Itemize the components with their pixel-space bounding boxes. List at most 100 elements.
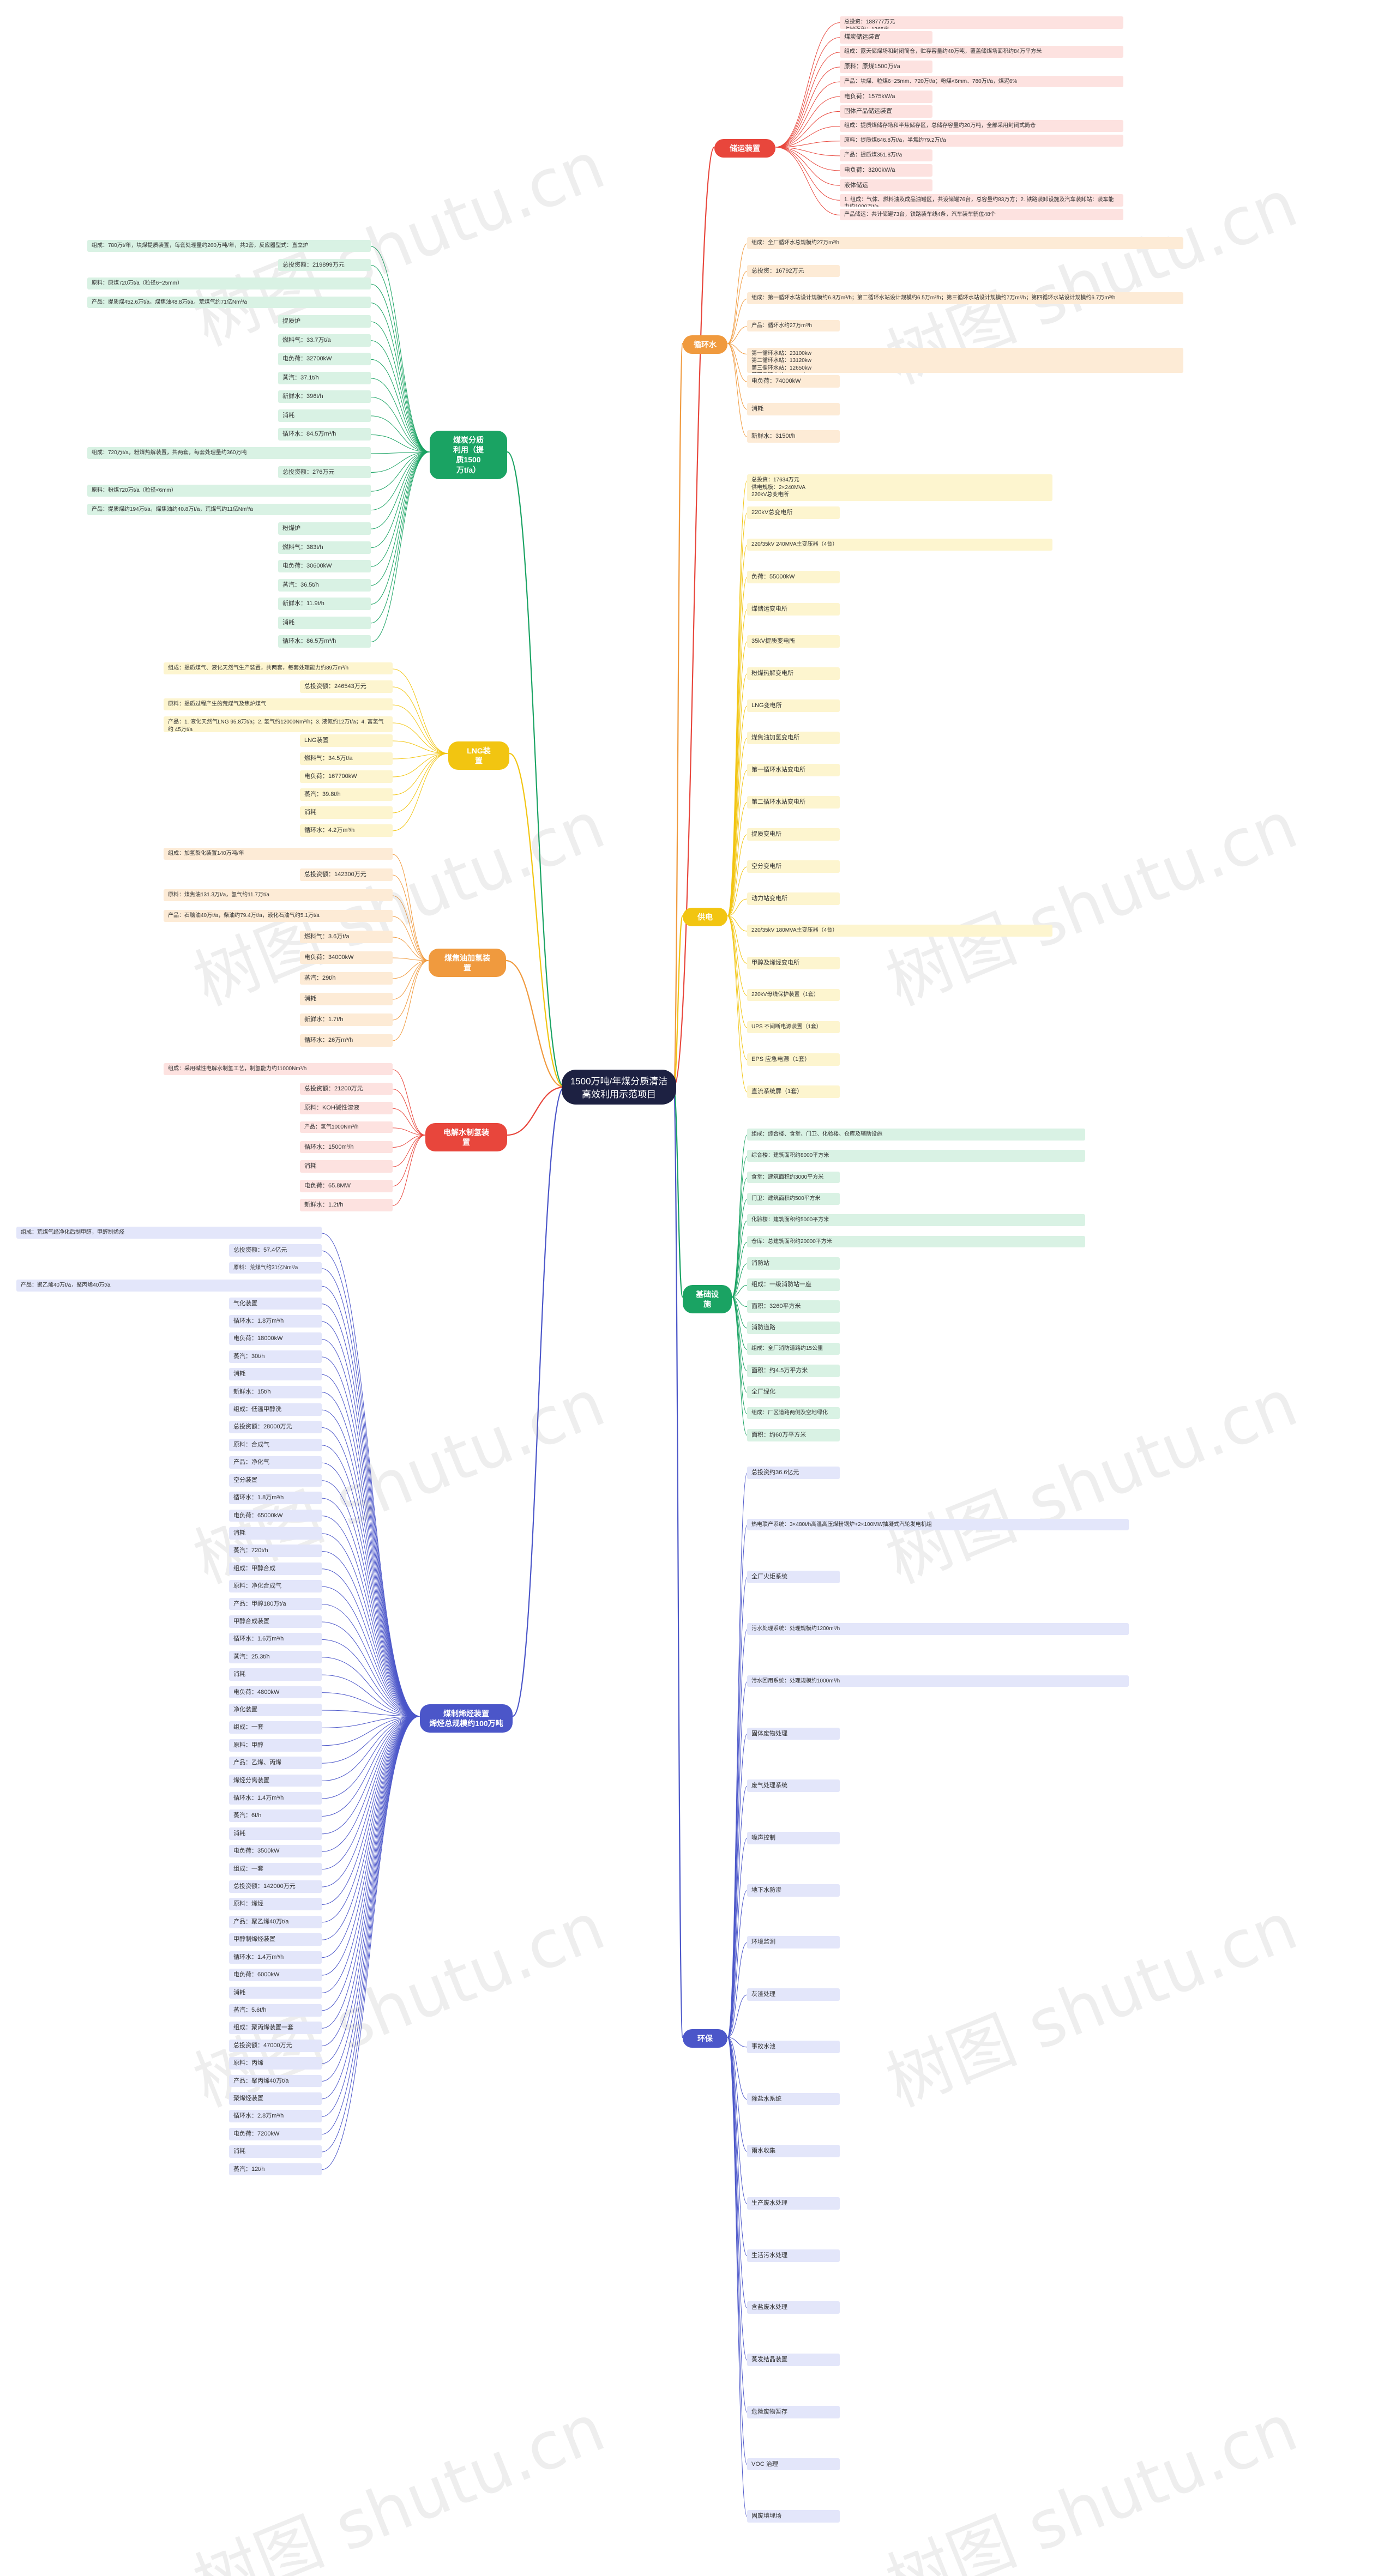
- node-b6-12[interactable]: 原料：合成气: [229, 1438, 322, 1451]
- node-b6-42[interactable]: 电负荷：6000kW: [229, 1969, 322, 1981]
- branch-b4[interactable]: 煤焦油加氢装 置: [429, 949, 506, 978]
- node-b6-27[interactable]: 净化装置: [229, 1704, 322, 1716]
- node-b9-14[interactable]: 面积：约60万平方米: [747, 1428, 840, 1441]
- node-b2-15[interactable]: 粉煤炉: [278, 522, 371, 535]
- node-b6-19[interactable]: 组成：甲醇合成: [229, 1562, 322, 1575]
- node-b8-7[interactable]: LNG变电所: [747, 699, 840, 712]
- node-b4-6[interactable]: 蒸汽：29t/h: [300, 972, 393, 985]
- node-b1-8[interactable]: 原料：提质煤646.8万t/a，半焦约79.2万t/a: [840, 135, 1123, 147]
- node-b10-7[interactable]: 噪声控制: [747, 1832, 840, 1844]
- node-b8-1[interactable]: 220kV总变电所: [747, 506, 840, 519]
- node-b7-7[interactable]: 新鲜水：3150t/h: [747, 430, 840, 443]
- node-b8-3[interactable]: 负荷：55000kW: [747, 571, 840, 583]
- node-b5-3[interactable]: 产品：氢气1000Nm³/h: [300, 1121, 393, 1133]
- branch-b2[interactable]: 煤炭分质 利用（提 质1500 万t/a）: [430, 431, 507, 479]
- node-b6-50[interactable]: 循环水：2.8万m³/h: [229, 2110, 322, 2123]
- node-b6-26[interactable]: 电负荷：4800kW: [229, 1686, 322, 1699]
- node-b6-16[interactable]: 电负荷：65000kW: [229, 1509, 322, 1522]
- node-b2-7[interactable]: 蒸汽：37.1t/h: [278, 371, 371, 384]
- node-b6-44[interactable]: 蒸汽：5.6t/h: [229, 2004, 322, 2017]
- node-b5-0[interactable]: 组成：采用碱性电解水制氢工艺，制氢能力约11000Nm³/h: [164, 1063, 393, 1075]
- node-b7-6[interactable]: 消耗: [747, 402, 840, 415]
- node-b6-41[interactable]: 循环水：1.4万m³/h: [229, 1951, 322, 1964]
- node-b8-12[interactable]: 空分变电所: [747, 860, 840, 873]
- node-b3-6[interactable]: 电负荷：167700kW: [300, 770, 393, 783]
- node-b1-1[interactable]: 煤炭储运装置: [840, 31, 932, 44]
- node-b3-0[interactable]: 组成：提质煤气、液化天然气生产装置，共两套，每套处理能力约89万m³/h: [164, 662, 393, 674]
- node-b6-0[interactable]: 组成：荒煤气经净化后制甲醇，甲醇制烯烃: [16, 1227, 322, 1239]
- node-b9-12[interactable]: 全厂绿化: [747, 1386, 840, 1398]
- node-b9-10[interactable]: 组成：全厂消防道路约15公里: [747, 1343, 840, 1355]
- node-b4-4[interactable]: 燃料气：3.6万t/a: [300, 931, 393, 943]
- node-b10-5[interactable]: 固体废物处理: [747, 1727, 840, 1740]
- node-b8-0[interactable]: 总投资：17634万元 供电规模：2×240MVA 220kV总变电所: [747, 474, 1052, 501]
- node-b6-29[interactable]: 原料：甲醇: [229, 1739, 322, 1752]
- node-b6-28[interactable]: 组成：一套: [229, 1721, 322, 1734]
- node-b6-17[interactable]: 消耗: [229, 1527, 322, 1540]
- node-b1-9[interactable]: 产品：提质煤351.8万t/a: [840, 149, 932, 161]
- node-b2-5[interactable]: 燃料气：33.7万t/a: [278, 334, 371, 347]
- node-b2-12[interactable]: 总投资额：276万元: [278, 466, 371, 479]
- node-b3-4[interactable]: LNG装置: [300, 734, 393, 747]
- node-b6-38[interactable]: 原料：烯烃: [229, 1898, 322, 1911]
- node-b6-46[interactable]: 总投资额：47000万元: [229, 2039, 322, 2052]
- branch-b8[interactable]: 供电: [683, 908, 727, 927]
- node-b6-4[interactable]: 气化装置: [229, 1297, 322, 1310]
- node-b8-17[interactable]: UPS 不间断电源装置（1套）: [747, 1021, 840, 1033]
- node-b2-9[interactable]: 消耗: [278, 409, 371, 422]
- node-b5-1[interactable]: 总投资额：21200万元: [300, 1082, 393, 1095]
- node-b9-5[interactable]: 仓库：总建筑面积约20000平方米: [747, 1235, 1085, 1248]
- node-b2-11[interactable]: 组成：720万t/a，粉煤热解装置，共两套，每套处理量约360万吨: [87, 447, 371, 459]
- node-b8-10[interactable]: 第二循环水站变电所: [747, 796, 840, 809]
- node-b6-11[interactable]: 总投资额：28000万元: [229, 1421, 322, 1434]
- node-b10-13[interactable]: 雨水收集: [747, 2145, 840, 2158]
- node-b6-22[interactable]: 甲醇合成装置: [229, 1615, 322, 1628]
- node-b6-25[interactable]: 消耗: [229, 1668, 322, 1681]
- node-b10-3[interactable]: 污水处理系统：处理规模约1200m³/h: [747, 1623, 1129, 1635]
- node-b9-3[interactable]: 门卫：建筑面积约500平方米: [747, 1193, 840, 1205]
- node-b10-17[interactable]: 蒸发结晶装置: [747, 2354, 840, 2366]
- node-b8-11[interactable]: 提质变电所: [747, 828, 840, 841]
- node-b10-4[interactable]: 污水回用系统：处理规模约1000m³/h: [747, 1675, 1129, 1687]
- branch-b10[interactable]: 环保: [683, 2029, 727, 2048]
- node-b9-13[interactable]: 组成：厂区道路两侧及空地绿化: [747, 1407, 840, 1419]
- node-b6-40[interactable]: 甲醇制烯烃装置: [229, 1933, 322, 1946]
- node-b2-0[interactable]: 组成：780万t/年，块煤提质装置，每套处理量约260万吨/年，共3套，反应器型…: [87, 240, 371, 252]
- node-b5-4[interactable]: 循环水：1500m³/h: [300, 1141, 393, 1154]
- node-b7-4[interactable]: 第一循环水站：23100kw 第二循环水站：13120kw 第三循环水站：126…: [747, 347, 1183, 373]
- node-b2-14[interactable]: 产品：提质煤约194万t/a，煤焦油约40.8万t/a，荒煤气约11亿Nm³/a: [87, 503, 371, 516]
- node-b2-10[interactable]: 循环水：84.5万m³/h: [278, 428, 371, 441]
- node-b5-6[interactable]: 电负荷：65.8MW: [300, 1179, 393, 1192]
- node-b9-1[interactable]: 综合楼：建筑面积约8000平方米: [747, 1150, 1085, 1162]
- node-b3-5[interactable]: 燃料气：34.5万t/a: [300, 752, 393, 765]
- node-b9-8[interactable]: 面积：3260平方米: [747, 1300, 840, 1313]
- node-b10-12[interactable]: 除盐水系统: [747, 2092, 840, 2106]
- node-b10-10[interactable]: 灰渣处理: [747, 1988, 840, 2001]
- node-b3-9[interactable]: 循环水：4.2万m³/h: [300, 824, 393, 837]
- node-b6-15[interactable]: 循环水：1.8万m³/h: [229, 1492, 322, 1504]
- node-b6-6[interactable]: 电负荷：18000kW: [229, 1332, 322, 1346]
- node-b9-9[interactable]: 消防道路: [747, 1322, 840, 1334]
- node-b6-52[interactable]: 消耗: [229, 2145, 322, 2158]
- node-b4-2[interactable]: 原料：煤焦油131.3万t/a，氢气约11.7万t/a: [164, 889, 393, 901]
- node-b4-7[interactable]: 消耗: [300, 993, 393, 1005]
- node-b1-12[interactable]: 1. 组成：气体、燃料油及成品油罐区，共设储罐76台，总容量约83万方；2. 铁…: [840, 194, 1123, 207]
- node-b10-18[interactable]: 危险废物暂存: [747, 2405, 840, 2418]
- node-b8-9[interactable]: 第一循环水站变电所: [747, 764, 840, 776]
- node-b7-0[interactable]: 组成：全厂循环水总规模约27万m³/h: [747, 237, 1183, 249]
- node-b8-19[interactable]: 直流系统屏（1套）: [747, 1085, 840, 1098]
- node-b2-2[interactable]: 原料：原煤720万t/a（粒径6~25mm）: [87, 277, 371, 289]
- node-b8-5[interactable]: 35kV提质变电所: [747, 635, 840, 648]
- node-b2-16[interactable]: 燃料气：383t/h: [278, 541, 371, 554]
- node-b6-9[interactable]: 新鲜水：15t/h: [229, 1385, 322, 1398]
- node-b9-7[interactable]: 组成：一级消防站一座: [747, 1278, 840, 1292]
- node-b2-8[interactable]: 新鲜水：396t/h: [278, 390, 371, 403]
- branch-b7[interactable]: 循环水: [683, 335, 727, 354]
- node-b6-37[interactable]: 总投资额：142000万元: [229, 1880, 322, 1893]
- node-b4-9[interactable]: 循环水：26万m³/h: [300, 1034, 393, 1047]
- branch-b9[interactable]: 基础设 施: [683, 1285, 732, 1314]
- node-b10-6[interactable]: 废气处理系统: [747, 1779, 840, 1793]
- node-b4-1[interactable]: 总投资额：142300万元: [300, 868, 393, 881]
- node-b6-30[interactable]: 产品：乙烯、丙烯: [229, 1757, 322, 1770]
- node-b10-20[interactable]: 固废填埋场: [747, 2510, 840, 2523]
